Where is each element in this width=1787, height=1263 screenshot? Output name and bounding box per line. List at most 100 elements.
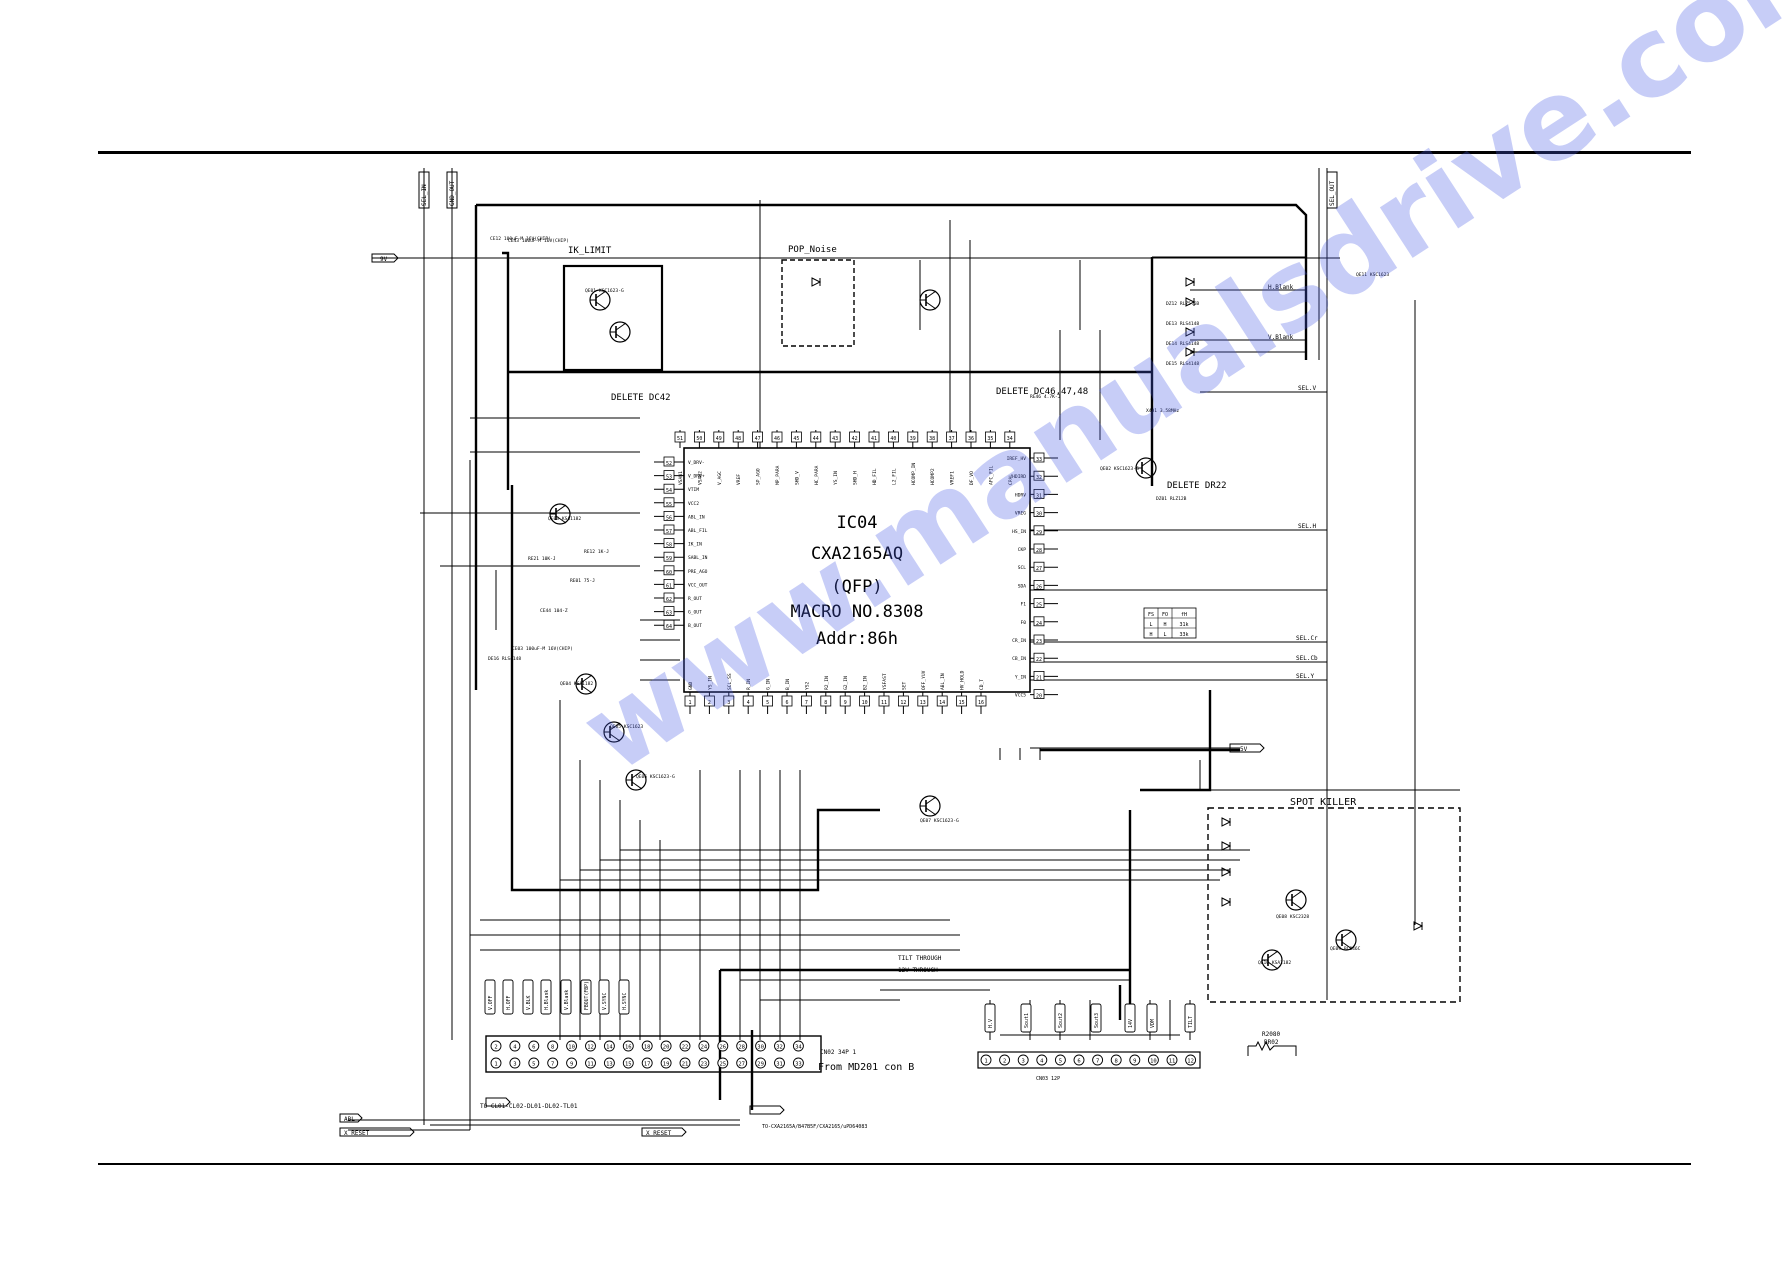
part-reference: DE13 RLS4148	[1166, 321, 1199, 327]
ic-pin-box	[762, 695, 773, 707]
cn02-connector	[485, 1035, 822, 1073]
cn03-pin-number: 9	[1133, 1059, 1136, 1065]
cn03-signal-tag	[1020, 1003, 1032, 1033]
svg-text:BR02: BR02	[1264, 1039, 1279, 1046]
ic-pin-number: 5	[766, 700, 769, 706]
ic-pin-box	[752, 431, 763, 443]
ic-pin-number: 37	[949, 436, 955, 442]
ic-pin-box	[732, 431, 744, 443]
bottom-signal-label: V.SYNC	[602, 993, 608, 1010]
ic-pin-label: F0	[1020, 620, 1026, 626]
ic-pin-label: SABL_IN	[688, 555, 708, 561]
ic-pin-number: 52	[666, 461, 672, 467]
ic-pin-label: HS_IN	[1012, 529, 1026, 535]
cn02-pin	[660, 1040, 672, 1052]
cn03-pin	[1073, 1054, 1085, 1066]
cn02-pin-number: 29	[757, 1062, 764, 1068]
ic-pin-number: 27	[1036, 566, 1042, 572]
port-v-blank: V.Blank	[1268, 334, 1294, 341]
port-x-reset-2: X_RESET	[646, 1130, 672, 1137]
bottom-signal-tag	[522, 979, 534, 1015]
ic-pin-number: 51	[677, 436, 683, 442]
bottom-signal-tag	[598, 979, 610, 1015]
ic-addr: Addr:86h	[816, 629, 898, 649]
fs-table-cell: L	[1149, 622, 1152, 628]
ic-pin-label: SP_AGO	[756, 468, 762, 485]
ic-pin-label: VCC5	[1015, 693, 1026, 699]
ic-pin-label: HD_FIL	[872, 468, 878, 485]
ic-pin-label: MP_PARA	[775, 465, 781, 485]
cn02-from: From MD201 con B	[818, 1062, 914, 1073]
bottom-signal-label: V.OFF	[488, 995, 494, 1010]
bottom-signal-tag	[540, 979, 552, 1015]
cn03-signal-label: H.V	[988, 1019, 994, 1028]
ic-pin-label: G_OUT	[688, 610, 702, 616]
ic-pin-number: 23	[1036, 639, 1042, 645]
ic-pin-label: R_OUT	[688, 596, 702, 602]
ic-pin-number: 55	[666, 502, 672, 508]
cn03-pin-number: 3	[1022, 1059, 1025, 1065]
cn02-pin-number: 2	[494, 1045, 497, 1051]
ic-pin-box	[1033, 580, 1045, 590]
fs-table-header: fH	[1181, 612, 1187, 618]
ic-pin-label: CD_T	[979, 679, 985, 690]
ic-pin-number: 40	[890, 436, 896, 442]
ic-pin-number: 38	[929, 436, 935, 442]
ic-pin-box	[898, 695, 909, 707]
cn02-pin-number: 10	[568, 1045, 575, 1051]
cn03-signal-label: 14V	[1128, 1019, 1134, 1028]
spot-killer-label: SPOT KILLER	[1290, 797, 1357, 808]
cn02-pin-number: 23	[701, 1062, 708, 1068]
ic-pin-box	[771, 431, 783, 443]
ic-pin-label: G_IN	[766, 679, 772, 690]
ic-pin-box	[888, 431, 899, 443]
ic-pin-box	[859, 695, 870, 707]
port-sel-in: SEL_IN	[421, 184, 428, 206]
ic-pin-label: Y_IN	[1015, 674, 1026, 680]
ic-pin-box	[965, 431, 977, 443]
cn02-pin	[528, 1057, 540, 1069]
cn02-pin-number: 15	[625, 1062, 632, 1068]
cn03-signal-label: Sout2	[1058, 1013, 1064, 1028]
cn02-pin	[736, 1057, 748, 1069]
ic-pin-label: YSFAST	[882, 673, 888, 690]
ic-pin-number: 53	[666, 475, 672, 481]
ic-pin-label: YS2	[804, 681, 810, 690]
ic-pin-label: SHD_H	[853, 471, 859, 485]
cn02-pin	[774, 1057, 785, 1069]
delete-dc46-label: DELETE DC46,47,48	[996, 387, 1088, 397]
cn02-pin	[490, 1057, 502, 1069]
cn02-pin	[698, 1057, 710, 1069]
cn03-pin	[1017, 1054, 1029, 1066]
cn02-pin	[490, 1040, 502, 1052]
cn03-pin-number: 4	[1040, 1059, 1044, 1065]
cn03-pin-number: 1	[984, 1059, 987, 1065]
ic-pin-label: HV_HOLD	[960, 670, 966, 690]
port-gnd-out: GND_OUT	[449, 180, 456, 206]
cn02-pin-number: 13	[606, 1062, 613, 1068]
cn02-chip-note: TO-CL01-CL02-DL01-DL02-TL01	[480, 1103, 578, 1110]
cn03-pin-number: 7	[1096, 1059, 1099, 1065]
ic-package: (QFP)	[831, 577, 882, 597]
cn02-pin-number: 11	[587, 1062, 594, 1068]
bottom-signal-tag	[618, 979, 630, 1015]
part-reference: DZ01 RLZ12B	[1156, 496, 1187, 502]
ic-pin-number: 62	[666, 597, 672, 603]
cn02-pin-number: 33	[795, 1062, 802, 1068]
ic-pin-label: B_IN	[785, 679, 791, 690]
ic-pin-box	[781, 695, 793, 707]
cn02-pin-number: 16	[625, 1045, 632, 1051]
cn02-pin	[566, 1057, 578, 1069]
pop-noise-label: POP_Noise	[788, 245, 837, 255]
ic-pin-number: 61	[666, 583, 672, 589]
ic-pin-label: HCOMP2	[930, 468, 936, 485]
ic-pin-number: 45	[793, 436, 799, 442]
cn02-pin	[792, 1040, 804, 1052]
cn02-ic-note: TO-CXA2165A/B47B5F/CXA2165/uPD64083	[762, 1124, 867, 1130]
part-reference: X401 3.58MHz	[1146, 408, 1179, 414]
cn02-pin	[792, 1057, 804, 1069]
cn02-pin-number: 21	[682, 1062, 689, 1068]
ic-pin-number: 9	[844, 700, 847, 706]
cn02-pin	[698, 1040, 710, 1052]
